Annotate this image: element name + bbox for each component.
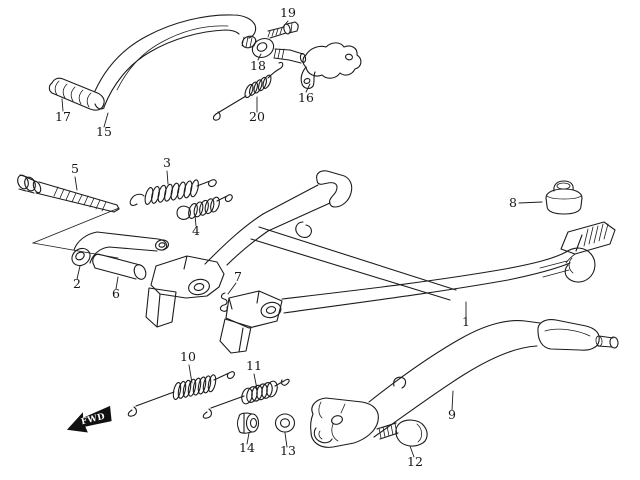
- callout-11: 11: [246, 358, 262, 373]
- part-8-cushion: [545, 180, 583, 215]
- part-5-bolt: [17, 174, 120, 213]
- callout-8: 8: [509, 195, 517, 210]
- part-4-spring: [176, 194, 233, 220]
- part-20-return-spring: [212, 61, 284, 121]
- callout-13: 13: [280, 443, 296, 458]
- part-13-washer: [274, 413, 296, 433]
- leader-lines: [61, 20, 543, 458]
- part-10-spring: [127, 371, 235, 417]
- callout-15: 15: [96, 124, 112, 139]
- part-12-pivot-bolt: [376, 419, 428, 447]
- callout-7: 7: [234, 269, 242, 284]
- callout-9: 9: [448, 407, 456, 422]
- part-11-spring: [202, 378, 290, 419]
- part-1-center-stand: [145, 170, 616, 354]
- callout-17: 17: [55, 109, 71, 124]
- part-14-nut: [236, 412, 260, 434]
- callout-4: 4: [192, 223, 200, 238]
- part-number-labels: 1 2 3 4 5 6 7 8 9 10 11 12 13 14 15 16 1…: [55, 5, 517, 469]
- callout-12: 12: [407, 454, 423, 469]
- part-9-side-stand: [310, 319, 619, 448]
- part-6-spacer: [92, 253, 147, 280]
- callout-19: 19: [280, 5, 296, 20]
- callout-5: 5: [71, 161, 79, 176]
- part-19-bolt: [267, 21, 299, 39]
- part-2-bracket: [71, 231, 170, 267]
- part-17-pedal-pad: [48, 77, 105, 111]
- callout-20: 20: [249, 109, 265, 124]
- callout-1: 1: [462, 314, 470, 329]
- callout-16: 16: [298, 90, 314, 105]
- part-18-washer: [251, 37, 275, 59]
- callout-14: 14: [239, 440, 255, 455]
- callout-6: 6: [112, 286, 120, 301]
- callout-2: 2: [73, 276, 81, 291]
- fwd-arrow-icon: FWD: [66, 405, 112, 433]
- part-7-clip: [219, 292, 228, 312]
- callout-10: 10: [180, 349, 196, 364]
- part-15-brake-pedal: [94, 14, 257, 110]
- callout-3: 3: [163, 155, 171, 170]
- part-16-stopper-arm: [273, 42, 362, 89]
- part-3-spring: [129, 179, 217, 206]
- callout-18: 18: [250, 58, 266, 73]
